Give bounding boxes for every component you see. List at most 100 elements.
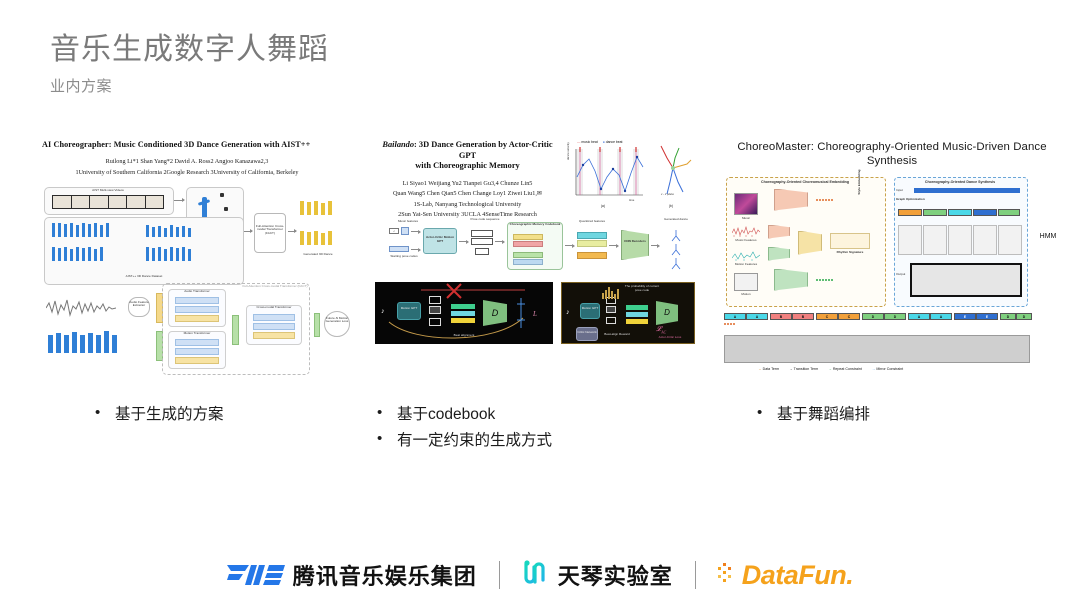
chart-legend: — music beat ● dance beat xyxy=(577,140,623,144)
input-music-bar xyxy=(914,187,1020,193)
probability-note: The probability of current pose code xyxy=(624,284,660,292)
beat-align-reward-label: Beat-align Reward xyxy=(604,332,630,336)
output-strip xyxy=(910,262,1022,297)
arrow-icon xyxy=(244,229,253,234)
beat-alignment-panel: ♪ Motion GPT D xyxy=(375,282,553,344)
encoder-er-box xyxy=(798,230,822,255)
code-cell xyxy=(606,306,616,313)
figure-3-diagram: Choreography-Oriented Choreomusical Embe… xyxy=(718,169,1066,377)
svg-text:L: L xyxy=(532,310,537,318)
music-features-label: Music Features xyxy=(735,237,757,242)
codebook-row xyxy=(513,252,543,258)
generated-dance-label: Generated 3D Dance xyxy=(303,251,333,256)
pose-code-cell xyxy=(475,248,489,255)
lac-symbol: 𝓛AC xyxy=(656,325,667,335)
chart-subcaption-b: (b) xyxy=(669,204,673,208)
affiliations-line: 1S-Lab, Nanyang Technological University xyxy=(413,200,522,208)
chart-xlabel: time xyxy=(629,198,635,202)
critic-network-box xyxy=(576,327,598,341)
camera-icon xyxy=(224,206,228,211)
rhythm-signature-label: Rhythm Signature xyxy=(836,249,864,254)
dot-rows xyxy=(724,322,1030,333)
footer-logos: 腾讯音乐娱乐集团 天琴实验室 xyxy=(0,552,1080,598)
figure-1-diagram: AIST Multi-view Videos xyxy=(42,185,350,390)
loss-label: Future-N Motion Generation Loss xyxy=(325,315,349,324)
bullet-item: 有一定约束的生成方式 xyxy=(375,427,552,454)
segment-block xyxy=(923,208,947,216)
pose-code-cell xyxy=(471,230,493,237)
dance-unit-thumb xyxy=(998,224,1022,255)
paper-title-2-italic: Bailando xyxy=(382,140,415,149)
segment-block xyxy=(998,208,1020,216)
arrow-icon xyxy=(565,243,575,248)
input-label: Input xyxy=(896,187,903,192)
page-title: 音乐生成数字人舞蹈 xyxy=(50,33,329,66)
seg-B: B xyxy=(770,312,792,320)
seg-A: A xyxy=(908,312,930,320)
datafun-dots-icon xyxy=(717,561,740,590)
graph-optimization-label: Graph Optimization xyxy=(896,196,925,201)
embedding-dots xyxy=(816,198,833,201)
figure-choreomaster: ChoreoMaster: Choreography-Oriented Musi… xyxy=(718,140,1066,377)
legend-item: ↔ Data Term xyxy=(758,367,779,371)
transition-term-label: Transition Term xyxy=(793,366,819,371)
bullet-item: 基于生成的方案 xyxy=(93,401,224,428)
affiliations-line: 2Sun Yat-Sen University 3UCLA 4SenseTime… xyxy=(398,211,537,219)
music-features-plot xyxy=(732,225,760,237)
quantized-bar xyxy=(577,252,607,259)
film-cell xyxy=(90,195,108,208)
music-icon xyxy=(401,227,409,235)
legend-item: → Repeat Constraint xyxy=(828,367,862,371)
aist-videos-label: AIST Multi-view Videos xyxy=(92,187,124,192)
paper-authors-2: Li Siyao1 Weijiang Yu2 Tianpei Gu3,4 Chu… xyxy=(375,179,560,221)
mirror-constraint-arrow-icon: → xyxy=(871,366,876,371)
chart-subcaption-a: (a) xyxy=(601,204,605,208)
footer-divider xyxy=(498,561,500,589)
bullet-item: 基于codebook xyxy=(375,401,552,428)
authors-line: Ruilong Li*1 Shan Yang*2 David A. Ross2 … xyxy=(105,158,269,166)
data-term-label: Data Term xyxy=(762,366,780,371)
right-panel-title: Choreography-Oriented Dance Synthesis xyxy=(924,179,996,184)
film-cell xyxy=(127,195,145,208)
decoder-box: D xyxy=(656,301,678,325)
legend-item: → Mirror Constraint xyxy=(872,367,903,371)
orange-dots xyxy=(724,322,1030,333)
film-cell xyxy=(71,195,89,208)
feature-bar xyxy=(626,312,648,317)
music-features-label: Music features xyxy=(397,219,419,223)
legend-dance-beat-label: dance beat xyxy=(605,140,623,144)
skeleton-figure: x - z plane (b) xyxy=(653,142,695,214)
arrow-icon xyxy=(651,243,660,248)
datafun-logo: DataFun. xyxy=(717,560,854,591)
legend-item: → Transition Term xyxy=(789,367,818,371)
motion-features-plot xyxy=(732,250,760,261)
transition-term-arrow-icon: → xyxy=(789,366,793,371)
fact-box xyxy=(254,212,286,253)
camera-icon xyxy=(220,192,224,197)
chart-ylabel: dance velocity xyxy=(566,142,570,160)
actor-critic-panel: ♪ Motion GPT D The probabilit xyxy=(561,282,695,344)
tianqin-label: 天琴实验室 xyxy=(557,564,673,589)
fact-group-label: Full-Attention Cross-modal Transformer (… xyxy=(242,283,308,288)
music-note-icon: ♪ xyxy=(381,308,385,315)
seg-D: D xyxy=(862,312,884,320)
feature-bar xyxy=(451,318,475,323)
beat-chart: — music beat ● dance beat xyxy=(566,140,647,212)
feature-bar xyxy=(451,311,475,316)
film-cell xyxy=(108,195,126,208)
music-spectrogram xyxy=(734,192,758,215)
codebook-row xyxy=(513,241,543,247)
blue-dancer xyxy=(202,196,207,219)
motion-gpt-box xyxy=(580,303,600,319)
slide-header: 音乐生成数字人舞蹈 业内方案 xyxy=(50,33,329,96)
cnn-decoders-box xyxy=(621,230,649,260)
feed-forward-block xyxy=(175,296,219,304)
arrow-icon xyxy=(174,198,185,203)
motion-gpt-box xyxy=(397,302,421,320)
cnn-decoders-label: CNN Decoders xyxy=(624,239,646,243)
motion-gpt-label: Motion GPT xyxy=(581,306,599,310)
feature-bar xyxy=(626,305,648,310)
fact-label: Full-Attention Cross-modal Transformer (… xyxy=(255,223,285,235)
quantized-bar xyxy=(577,232,607,239)
repeat-constraint-label: Repeat Constraint xyxy=(832,366,862,371)
